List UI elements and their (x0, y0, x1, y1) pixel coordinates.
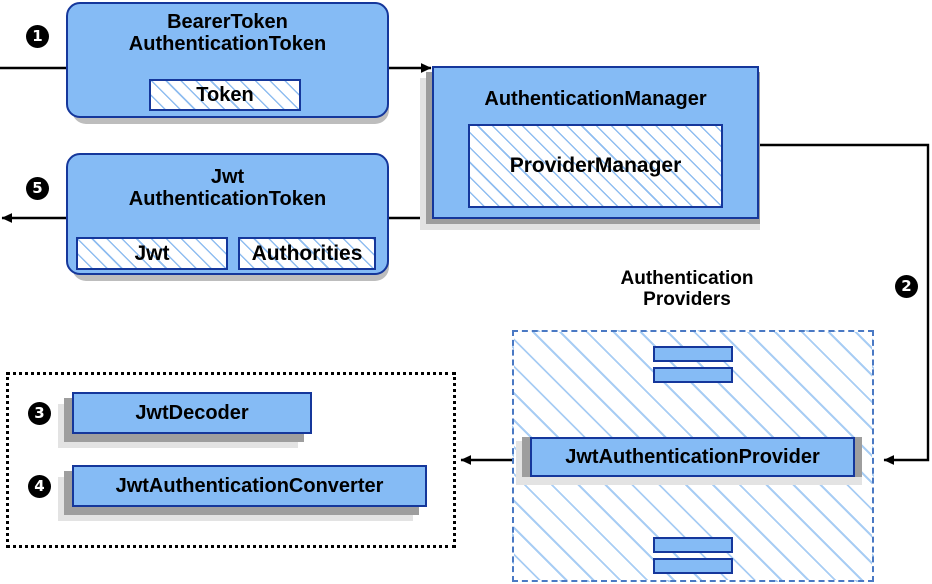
authentication-manager-title: AuthenticationManager (484, 88, 707, 110)
jwt-token-title: Jwt AuthenticationToken (128, 166, 327, 211)
authorities-label: Authorities (251, 241, 363, 265)
badge-step-1: 1 (26, 25, 49, 48)
authorities-box: Authorities (238, 237, 376, 270)
provider-manager-box: ProviderManager (468, 124, 723, 208)
badge-step-3: 3 (28, 402, 51, 425)
jwt-decoder-box[interactable]: JwtDecoder (72, 392, 312, 434)
other-provider-bar-top-2 (653, 367, 733, 383)
badge-step-4: 4 (28, 475, 51, 498)
other-provider-bar-top-1 (653, 346, 733, 362)
provider-manager-label: ProviderManager (509, 154, 682, 177)
bearer-token-title: BearerToken AuthenticationToken (128, 11, 327, 56)
other-provider-bar-bottom-1 (653, 537, 733, 553)
providers-group-title: Authentication Providers (620, 268, 754, 311)
jwt-support-container (6, 372, 456, 548)
badge-step-2: 2 (895, 275, 918, 298)
token-label: Token (196, 83, 254, 106)
jwt-inner-box: Jwt (76, 237, 228, 270)
jwt-authentication-provider-box[interactable]: JwtAuthenticationProvider (530, 437, 855, 477)
badge-step-5: 5 (26, 177, 49, 200)
jwt-label: Jwt (134, 241, 170, 265)
token-box: Token (149, 79, 301, 111)
other-provider-bar-bottom-2 (653, 558, 733, 574)
jwt-authentication-converter-box[interactable]: JwtAuthenticationConverter (72, 465, 427, 507)
